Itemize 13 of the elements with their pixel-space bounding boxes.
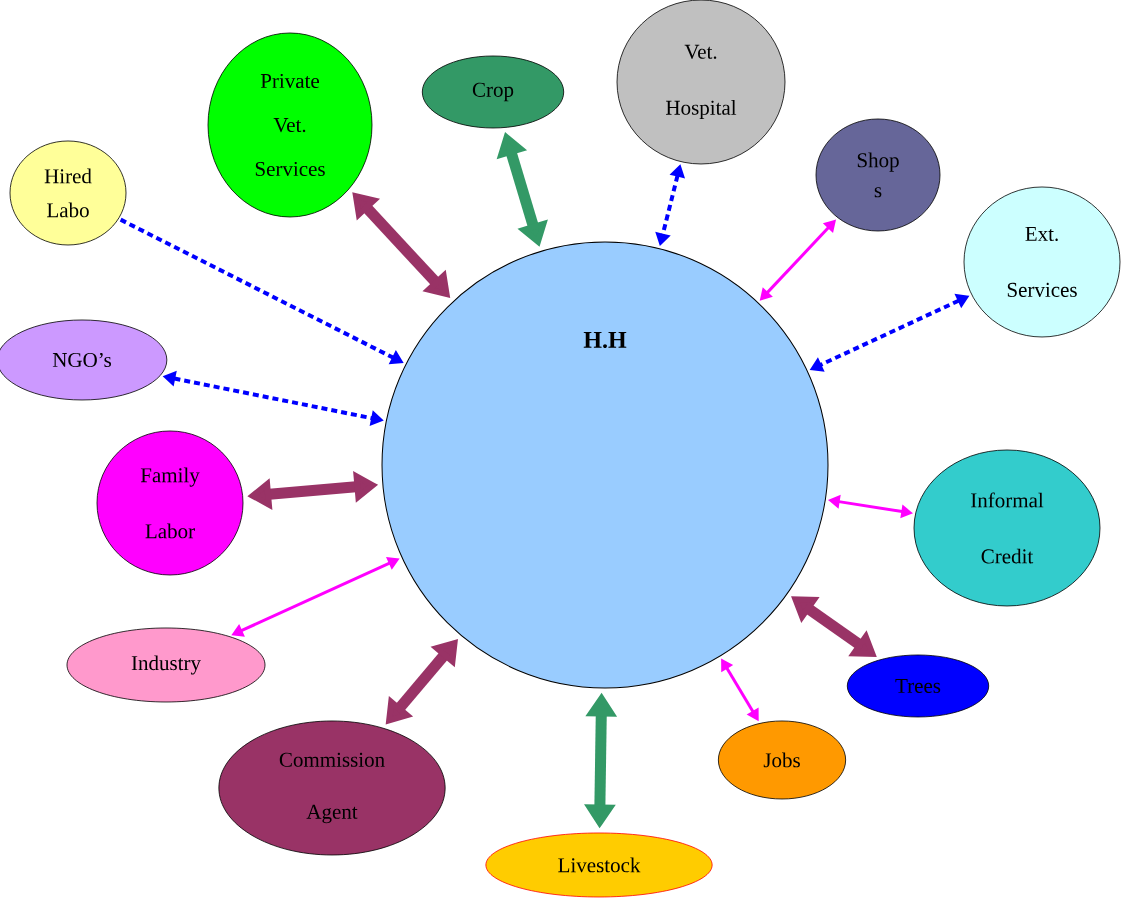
ellipse-node: Livestock	[485, 832, 713, 898]
ellipse-node: Commission Agent	[218, 720, 446, 856]
ellipse-node: Trees	[846, 654, 990, 718]
ellipse-node: Private Vet. Services	[207, 32, 373, 218]
ellipse-node: Crop	[421, 55, 565, 129]
ellipse-node: Industry	[66, 627, 266, 703]
ellipse-node: Jobs	[717, 720, 847, 800]
ellipse-node: Ext. Services	[963, 186, 1121, 338]
ellipse-node: Shop s	[815, 118, 941, 232]
ellipse-node: Informal Credit	[913, 449, 1101, 607]
ellipse-node: Family Labor	[96, 430, 244, 576]
ellipse-node: Hired Labo	[9, 140, 127, 246]
circle-node: H.H	[381, 241, 829, 689]
